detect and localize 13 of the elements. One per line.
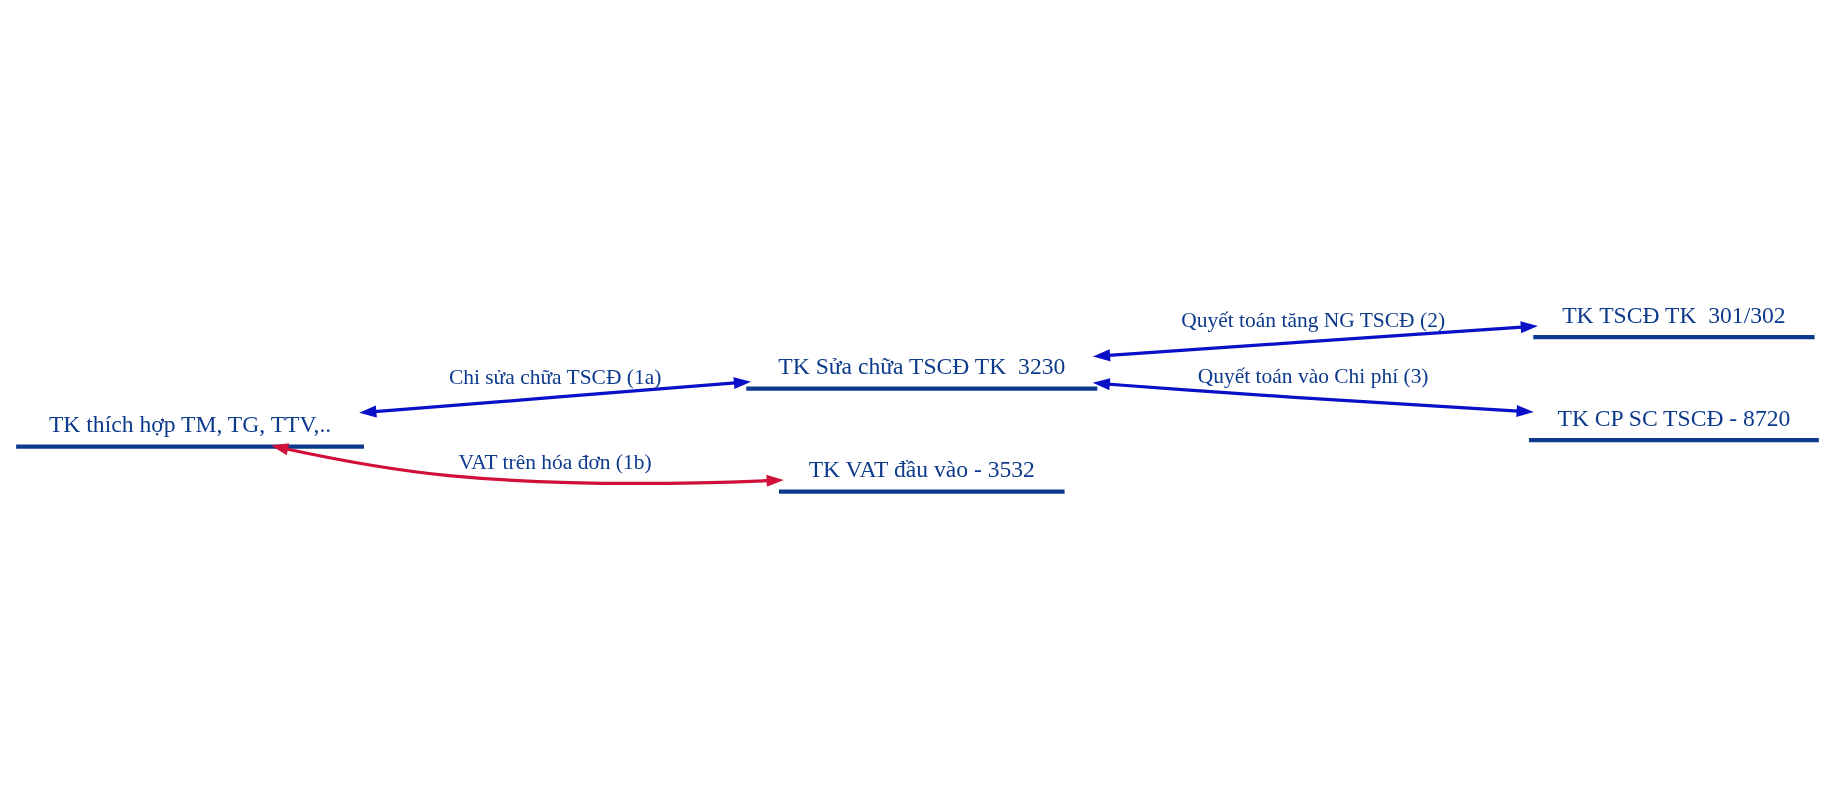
edge-label: Quyết toán vào Chi phí (3) — [1197, 364, 1429, 389]
node-text: TK Sửa chữa TSCĐ TK 3230 — [778, 353, 1066, 380]
arrow — [271, 443, 784, 487]
edge-label: Chi sửa chữa TSCĐ (1a) — [448, 365, 662, 390]
arrow — [1092, 321, 1538, 362]
node-text: TK CP SC TSCĐ - 8720 — [1557, 404, 1791, 431]
arrow — [1092, 378, 1534, 418]
node-text: TK TSCĐ TK 301/302 — [1562, 301, 1786, 328]
node-text: TK thích hợp TM, TG, TTV,.. — [48, 411, 332, 438]
edge-label: VAT trên hóa đơn (1b) — [458, 450, 652, 475]
edge-label: Quyết toán tăng NG TSCĐ (2) — [1181, 308, 1446, 333]
arrow — [359, 377, 752, 418]
node-text: TK VAT đầu vào - 3532 — [808, 456, 1035, 483]
